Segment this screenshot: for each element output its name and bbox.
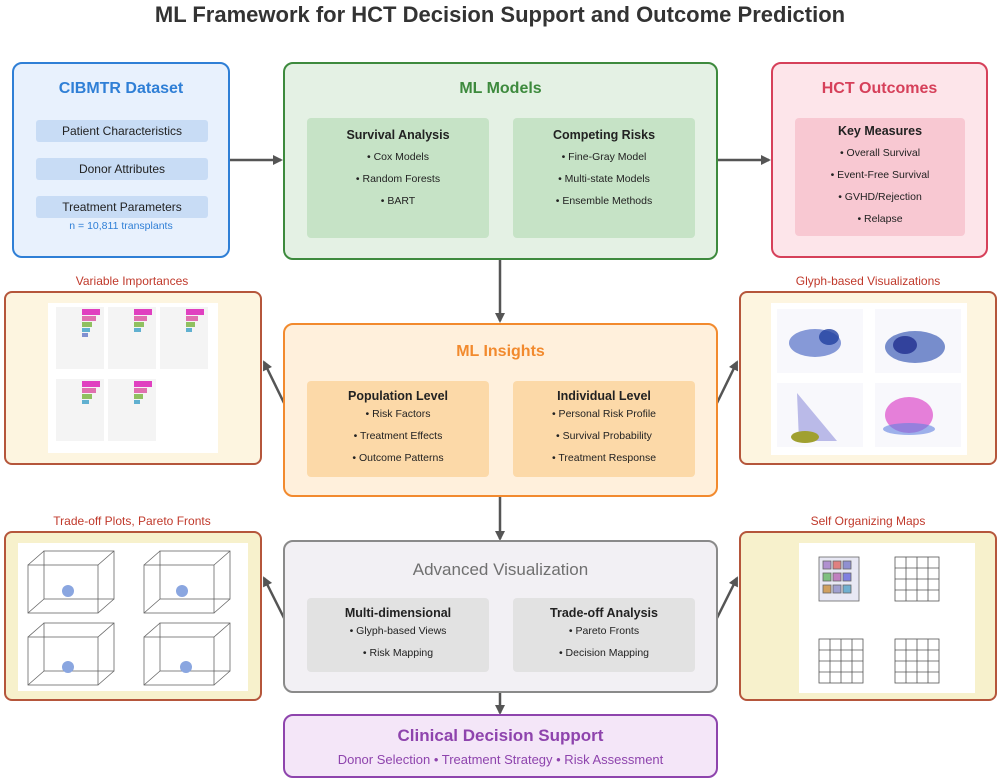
dataset-note: n = 10,811 transplants <box>69 220 173 232</box>
label-glyph-visualizations: Glyph-based Visualizations <box>795 274 941 288</box>
survival-analysis-card: Survival Analysis • Cox Models • Random … <box>307 118 489 238</box>
arrow-advanced-to-som <box>714 576 739 621</box>
survival-item: • Cox Models <box>366 151 430 163</box>
individual-item: • Treatment Response <box>551 452 657 464</box>
population-item: • Treatment Effects <box>353 430 443 442</box>
models-box: ML Models Survival Analysis • Cox Models… <box>283 62 718 260</box>
advanced-visualization-title: Advanced Visualization <box>412 560 589 579</box>
clinical-decision-support-items: Donor Selection • Treatment Strategy • R… <box>337 752 664 767</box>
pareto-cube-plots <box>27 550 231 686</box>
label-variable-importances: Variable Importances <box>75 274 189 288</box>
label-tradeoff-plots: Trade-off Plots, Pareto Fronts <box>53 514 211 528</box>
key-measures-title: Key Measures <box>837 124 923 138</box>
label-self-organizing-maps: Self Organizing Maps <box>810 514 926 528</box>
variable-importances-panel <box>4 291 262 465</box>
population-level-title: Population Level <box>347 389 448 403</box>
multi-item: • Glyph-based Views <box>349 625 447 637</box>
outcome-item: • GVHD/Rejection <box>838 191 922 203</box>
individual-item: • Personal Risk Profile <box>551 408 657 420</box>
tradeoff-analysis-card: Trade-off Analysis • Pareto Fronts • Dec… <box>513 598 695 672</box>
individual-level-card: Individual Level • Personal Risk Profile… <box>513 381 695 477</box>
dataset-item-patient: Patient Characteristics <box>36 120 208 142</box>
key-measures-card: Key Measures • Overall Survival • Event-… <box>795 118 965 236</box>
dataset-box: CIBMTR Dataset Patient Characteristics D… <box>12 62 230 258</box>
self-organizing-maps-panel <box>739 531 997 701</box>
insights-title: ML Insights <box>456 343 545 360</box>
competing-item: • Fine-Gray Model <box>561 151 647 163</box>
arrow-insights-to-glyph <box>714 360 739 406</box>
clinical-decision-support-title: Clinical Decision Support <box>397 726 604 745</box>
clinical-decision-support-box: Clinical Decision Support Donor Selectio… <box>283 714 718 778</box>
multi-item: • Risk Mapping <box>362 647 434 659</box>
population-item: • Outcome Patterns <box>352 452 444 464</box>
survival-item: • BART <box>380 195 416 207</box>
individual-level-title: Individual Level <box>557 389 651 403</box>
variable-importances-bars <box>56 307 208 441</box>
multi-dimensional-card: Multi-dimensional • Glyph-based Views • … <box>307 598 489 672</box>
dataset-title: CIBMTR Dataset <box>58 80 184 97</box>
tradeoff-plots-panel <box>4 531 262 701</box>
som-grids <box>818 556 940 684</box>
glyph-scatter-plots <box>777 309 961 447</box>
competing-risks-title: Competing Risks <box>552 128 656 142</box>
outcome-item: • Overall Survival <box>839 147 921 159</box>
individual-item: • Survival Probability <box>556 430 652 442</box>
arrow-advanced-to-tradeoff <box>262 576 287 621</box>
competing-risks-card: Competing Risks • Fine-Gray Model • Mult… <box>513 118 695 238</box>
competing-item: • Ensemble Methods <box>555 195 653 207</box>
arrow-insights-to-varimp <box>262 360 287 406</box>
dataset-item-donor: Donor Attributes <box>36 158 208 180</box>
competing-item: • Multi-state Models <box>558 173 650 185</box>
variable-importances-image <box>48 303 218 453</box>
outcome-item: • Relapse <box>857 213 903 225</box>
population-item: • Risk Factors <box>365 408 431 420</box>
models-title: ML Models <box>459 80 542 97</box>
page-title: ML Framework for HCT Decision Support an… <box>154 2 846 27</box>
survival-analysis-title: Survival Analysis <box>346 128 450 142</box>
tradeoff-plots-image <box>18 543 248 691</box>
glyph-visualizations-image <box>771 303 967 455</box>
outcome-item: • Event-Free Survival <box>830 169 930 181</box>
glyph-visualizations-panel <box>739 291 997 465</box>
tradeoff-item: • Pareto Fronts <box>568 625 640 637</box>
insights-box: ML Insights Population Level • Risk Fact… <box>283 323 718 497</box>
tradeoff-item: • Decision Mapping <box>558 647 650 659</box>
survival-item: • Random Forests <box>355 173 441 185</box>
outcomes-box: HCT Outcomes Key Measures • Overall Surv… <box>771 62 988 258</box>
self-organizing-maps-image <box>799 543 975 693</box>
outcomes-title: HCT Outcomes <box>821 80 938 97</box>
multi-dimensional-title: Multi-dimensional <box>344 606 452 620</box>
dataset-item-treatment: Treatment Parameters <box>36 196 208 218</box>
advanced-visualization-box: Advanced Visualization Multi-dimensional… <box>283 540 718 693</box>
tradeoff-analysis-title: Trade-off Analysis <box>550 606 658 620</box>
population-level-card: Population Level • Risk Factors • Treatm… <box>307 381 489 477</box>
